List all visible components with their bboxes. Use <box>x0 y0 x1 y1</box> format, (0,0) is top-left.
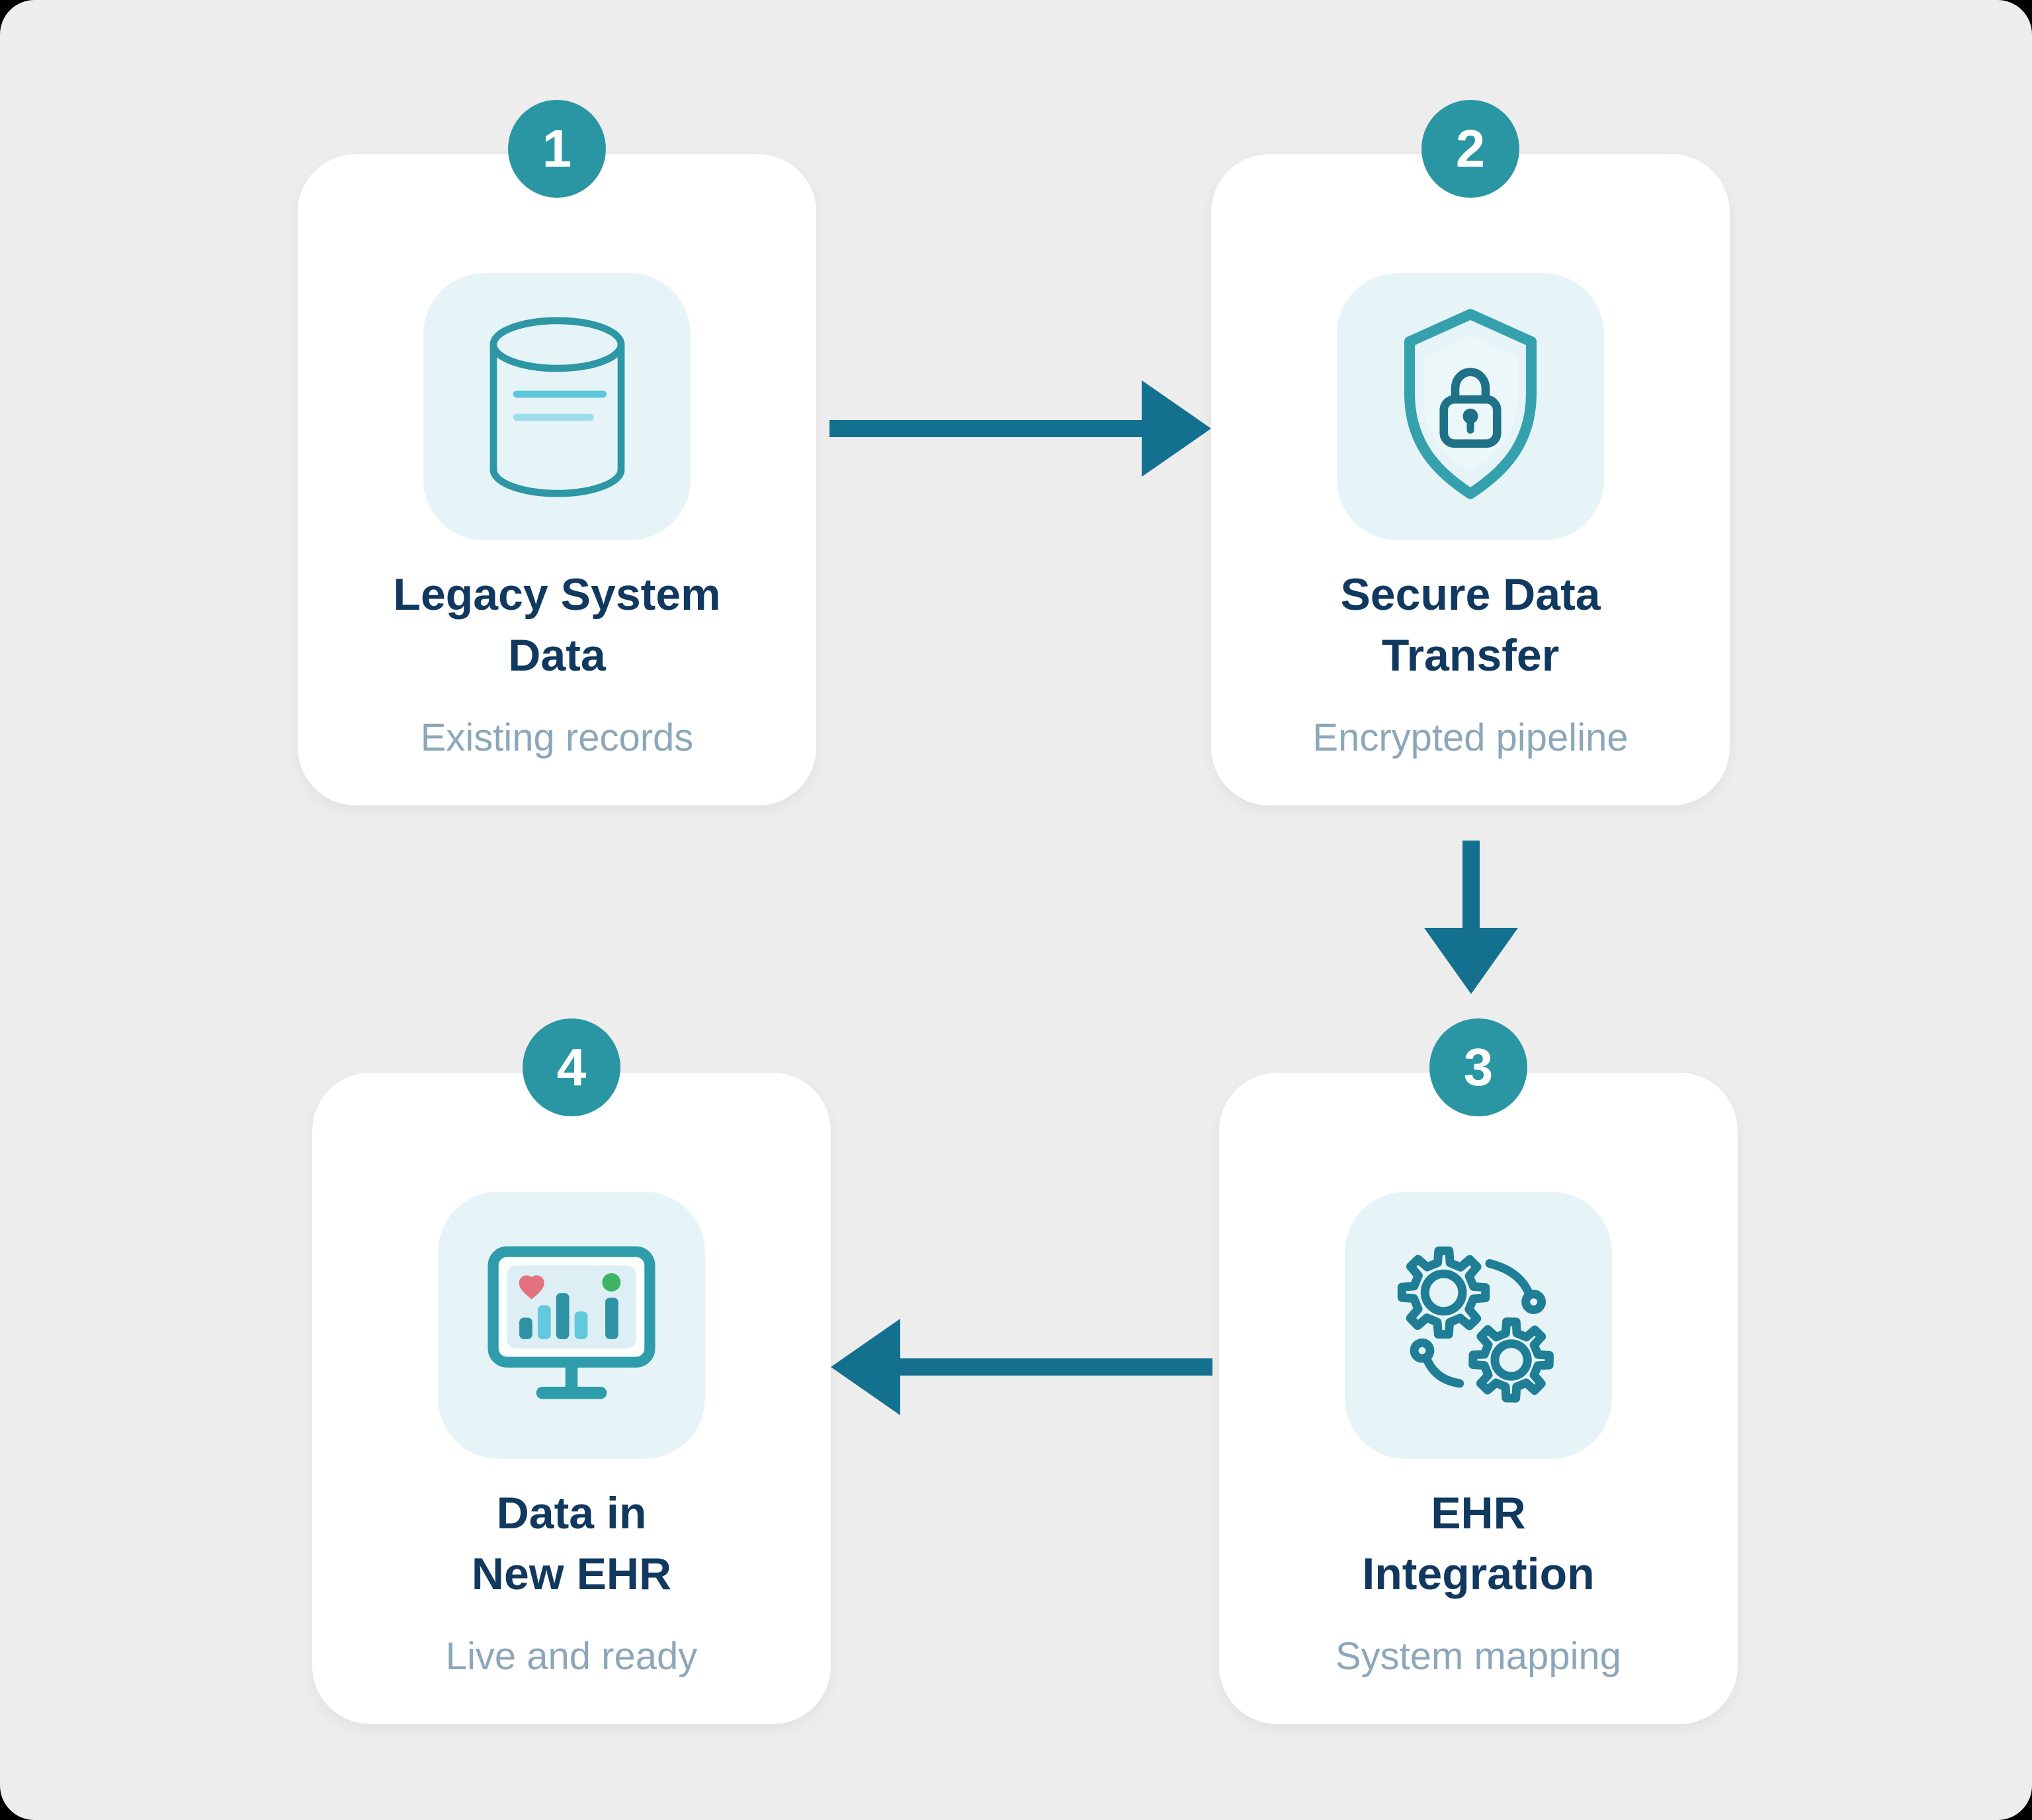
icon-container <box>1337 273 1604 540</box>
step-number: 2 <box>1455 119 1486 178</box>
step-title-line: Data in <box>496 1488 647 1538</box>
shield-lock-icon <box>1404 308 1537 499</box>
step-title-line: Legacy System <box>393 569 721 620</box>
step-title: Data in New EHR <box>332 1483 811 1604</box>
step-card-secure-data-transfer: 2 Secure Data Transfer Encrypted pipelin… <box>1211 100 1730 806</box>
step-number: 1 <box>542 119 572 178</box>
step-subtitle: Live and ready <box>445 1635 698 1678</box>
step-number-badge: 2 <box>1421 100 1519 198</box>
step-number-badge: 1 <box>508 100 606 198</box>
step-title-line: New EHR <box>471 1549 672 1599</box>
step-card-legacy-system-data: 1 Legacy System Data Existing records <box>298 100 816 806</box>
icon-container <box>438 1192 705 1459</box>
step-title: EHR Integration <box>1239 1483 1718 1604</box>
step-subtitle: System mapping <box>1335 1635 1621 1678</box>
step-number-badge: 4 <box>523 1018 620 1116</box>
step-card-ehr-integration: 3 EHR Integration System mapping <box>1219 1018 1738 1724</box>
step-title-line: Secure Data <box>1340 569 1601 620</box>
step-number: 3 <box>1463 1038 1494 1096</box>
gears-sync-icon <box>1397 1246 1554 1403</box>
monitor-chart-icon <box>487 1246 656 1399</box>
step-title-line: Data <box>508 630 606 681</box>
step-number: 4 <box>556 1038 587 1096</box>
step-title: Secure Data Transfer <box>1231 564 1710 686</box>
icon-container <box>423 273 691 540</box>
step-subtitle: Existing records <box>420 716 694 759</box>
step-title-line: Transfer <box>1381 630 1560 681</box>
step-title-line: Integration <box>1362 1549 1595 1599</box>
database-icon <box>489 316 624 497</box>
icon-container <box>1345 1192 1612 1459</box>
step-card-data-in-new-ehr: 4 Data in New EHR Live and ready <box>312 1018 831 1724</box>
step-subtitle: Encrypted pipeline <box>1312 716 1629 759</box>
step-title-line: EHR <box>1431 1488 1526 1538</box>
step-title: Legacy System Data <box>318 564 796 686</box>
step-number-badge: 3 <box>1429 1018 1527 1116</box>
